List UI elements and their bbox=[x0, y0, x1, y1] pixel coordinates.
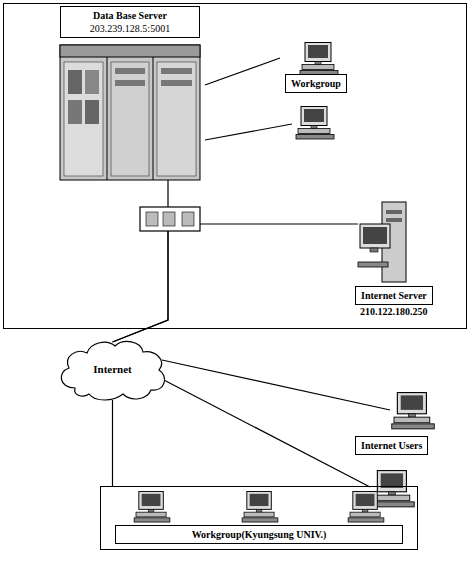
node-label: Internet Users bbox=[361, 439, 422, 452]
node-label: 210.122.180.250 bbox=[360, 305, 428, 318]
internet-server-node: Internet Server 210.122.180.250 bbox=[350, 196, 465, 321]
art-shape bbox=[85, 100, 99, 124]
art-shape bbox=[370, 248, 378, 252]
workstation-icon bbox=[242, 491, 278, 522]
art-shape bbox=[161, 68, 192, 74]
label-box: Data Base Server203.239.128.5:5001 bbox=[60, 6, 200, 38]
art-shape bbox=[68, 70, 82, 94]
server-computer bbox=[358, 202, 406, 282]
art-shape bbox=[85, 70, 99, 94]
node-label: Internet bbox=[55, 363, 170, 376]
server-node: Data Base Server203.239.128.5:5001 bbox=[55, 5, 205, 180]
campus-workgroup-box: Workgroup(Kyungsung UNIV.) bbox=[100, 486, 418, 550]
node-label: Workgroup bbox=[291, 77, 341, 90]
site-frame bbox=[4, 4, 467, 329]
internet-cloud: Internet bbox=[55, 338, 170, 403]
workgroup-node: Workgroup bbox=[280, 42, 355, 142]
art-shape bbox=[360, 224, 390, 248]
art-shape bbox=[107, 57, 108, 180]
art-shape bbox=[386, 210, 402, 214]
workstation-icon bbox=[348, 491, 384, 522]
node-label: 203.239.128.5:5001 bbox=[66, 22, 194, 35]
workstation-icon bbox=[296, 107, 334, 140]
label-box: Internet Server bbox=[355, 286, 433, 305]
network-link bbox=[113, 180, 169, 342]
art-shape bbox=[363, 227, 387, 244]
art-shape bbox=[157, 62, 196, 176]
label-group: 210.122.180.250 bbox=[360, 305, 428, 318]
network-link bbox=[112, 400, 113, 486]
network-link bbox=[160, 360, 390, 487]
art-shape bbox=[60, 45, 200, 57]
network-link bbox=[113, 224, 359, 342]
art-shape bbox=[153, 57, 154, 180]
node-label: Data Base Server bbox=[66, 9, 194, 22]
art-shape bbox=[115, 68, 145, 74]
art-shape bbox=[68, 100, 82, 124]
network-link bbox=[205, 58, 292, 140]
internet-users-node: Internet Users bbox=[350, 392, 455, 510]
art-shape bbox=[163, 212, 175, 226]
art-shape bbox=[111, 62, 149, 176]
label-box: Internet Users bbox=[355, 436, 428, 455]
art-shape bbox=[182, 212, 194, 226]
label-box: Workgroup(Kyungsung UNIV.) bbox=[115, 525, 403, 544]
art-shape bbox=[60, 45, 200, 180]
workstation-icon bbox=[300, 43, 338, 76]
node-label: Workgroup(Kyungsung UNIV.) bbox=[121, 528, 397, 541]
art-shape bbox=[146, 212, 158, 226]
art-shape bbox=[64, 62, 103, 176]
art-shape bbox=[358, 262, 388, 267]
workstation-icon bbox=[372, 471, 414, 507]
label-group: Internet bbox=[55, 363, 170, 376]
art-shape bbox=[115, 80, 145, 86]
server-rack bbox=[60, 45, 200, 180]
workstation-icon bbox=[392, 393, 434, 429]
label-box: Workgroup bbox=[285, 74, 347, 93]
art-shape bbox=[386, 218, 402, 222]
art-shape bbox=[161, 80, 192, 86]
art-shape bbox=[140, 207, 200, 231]
workstation-icon bbox=[134, 491, 170, 522]
network-hub bbox=[140, 207, 200, 231]
node-label: Internet Server bbox=[361, 289, 427, 302]
